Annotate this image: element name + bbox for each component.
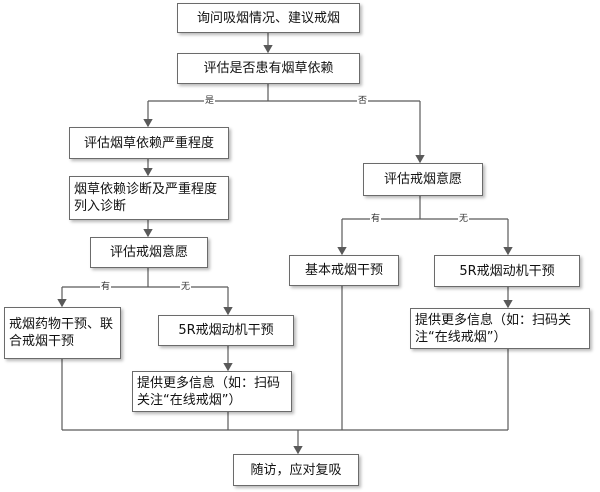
node-basic-intervention: 基本戒烟干预	[289, 255, 399, 286]
node-diagnose-severity: 烟草依赖诊断及严重程度列入诊断	[69, 176, 229, 220]
node-willingness-right: 评估戒烟意愿	[363, 163, 483, 196]
label-no-main: 否	[357, 96, 369, 106]
node-more-info-left: 提供更多信息（如：扫码关注“在线戒烟”）	[132, 371, 292, 412]
node-5r-left: 5R戒烟动机干预	[158, 315, 294, 346]
node-ask-smoking: 询问吸烟情况、建议戒烟	[177, 3, 360, 33]
label-no-right: 无	[458, 214, 470, 224]
node-5r-right: 5R戒烟动机干预	[434, 255, 580, 287]
node-drug-intervention: 戒烟药物干预、联合戒烟干预	[4, 307, 121, 359]
node-assess-dependence: 评估是否患有烟草依赖	[177, 53, 360, 84]
node-willingness-left: 评估戒烟意愿	[90, 237, 208, 268]
node-follow-up: 随访，应对复吸	[233, 454, 359, 486]
label-yes-main: 是	[204, 96, 216, 106]
label-yes-left: 有	[100, 282, 112, 292]
label-no-left: 无	[180, 282, 192, 292]
node-more-info-right: 提供更多信息（如：扫码关注“在线戒烟”）	[410, 308, 590, 349]
node-assess-severity: 评估烟草依赖严重程度	[69, 127, 229, 159]
label-yes-right: 有	[370, 214, 382, 224]
